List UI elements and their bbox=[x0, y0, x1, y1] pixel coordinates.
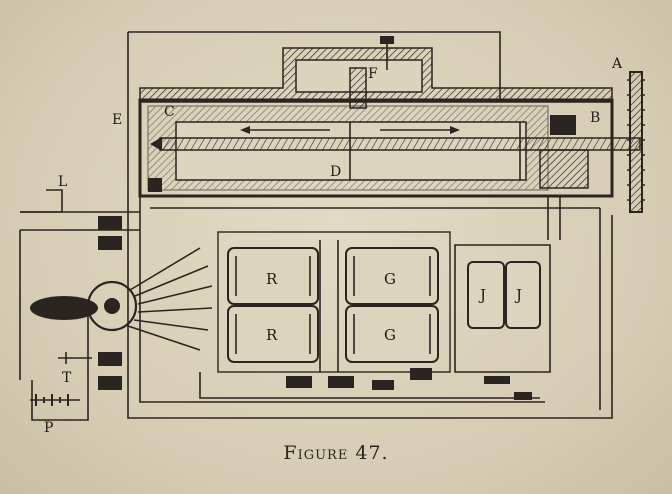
coil-g-bottom bbox=[345, 305, 439, 363]
label-j-right: J bbox=[514, 286, 522, 304]
label-r-top: R bbox=[266, 270, 278, 288]
bottom-posts bbox=[286, 368, 532, 400]
coil-r-bottom bbox=[227, 305, 319, 363]
battery-p bbox=[30, 394, 80, 406]
label-a: A bbox=[611, 56, 623, 72]
terminals-left bbox=[20, 189, 140, 390]
label-g-top: G bbox=[384, 270, 396, 288]
rotary-switch bbox=[19, 230, 213, 421]
coil-r-top bbox=[227, 247, 319, 305]
label-d: D bbox=[330, 164, 341, 180]
screw-f bbox=[349, 36, 394, 109]
figure-caption: Figure 47. bbox=[283, 442, 389, 464]
label-l: L bbox=[58, 174, 67, 190]
label-e: E bbox=[112, 112, 122, 128]
telephone-t bbox=[58, 352, 92, 364]
gear-a bbox=[627, 71, 645, 213]
coil-j-left bbox=[467, 261, 505, 329]
label-t: T bbox=[62, 370, 72, 386]
outer-wiring bbox=[127, 31, 613, 419]
label-j-left: J bbox=[478, 286, 486, 304]
coil-g-top bbox=[345, 247, 439, 305]
label-f: F bbox=[368, 66, 378, 82]
inner-wiring bbox=[150, 196, 601, 410]
clamp-b bbox=[539, 115, 589, 189]
label-r-bottom: R bbox=[266, 326, 278, 344]
coil-j-right bbox=[505, 261, 541, 329]
label-g-bottom: G bbox=[384, 326, 396, 344]
label-c: C bbox=[164, 104, 175, 120]
label-p: P bbox=[44, 420, 53, 436]
cylinder-box bbox=[138, 98, 641, 198]
label-b: B bbox=[590, 110, 600, 126]
